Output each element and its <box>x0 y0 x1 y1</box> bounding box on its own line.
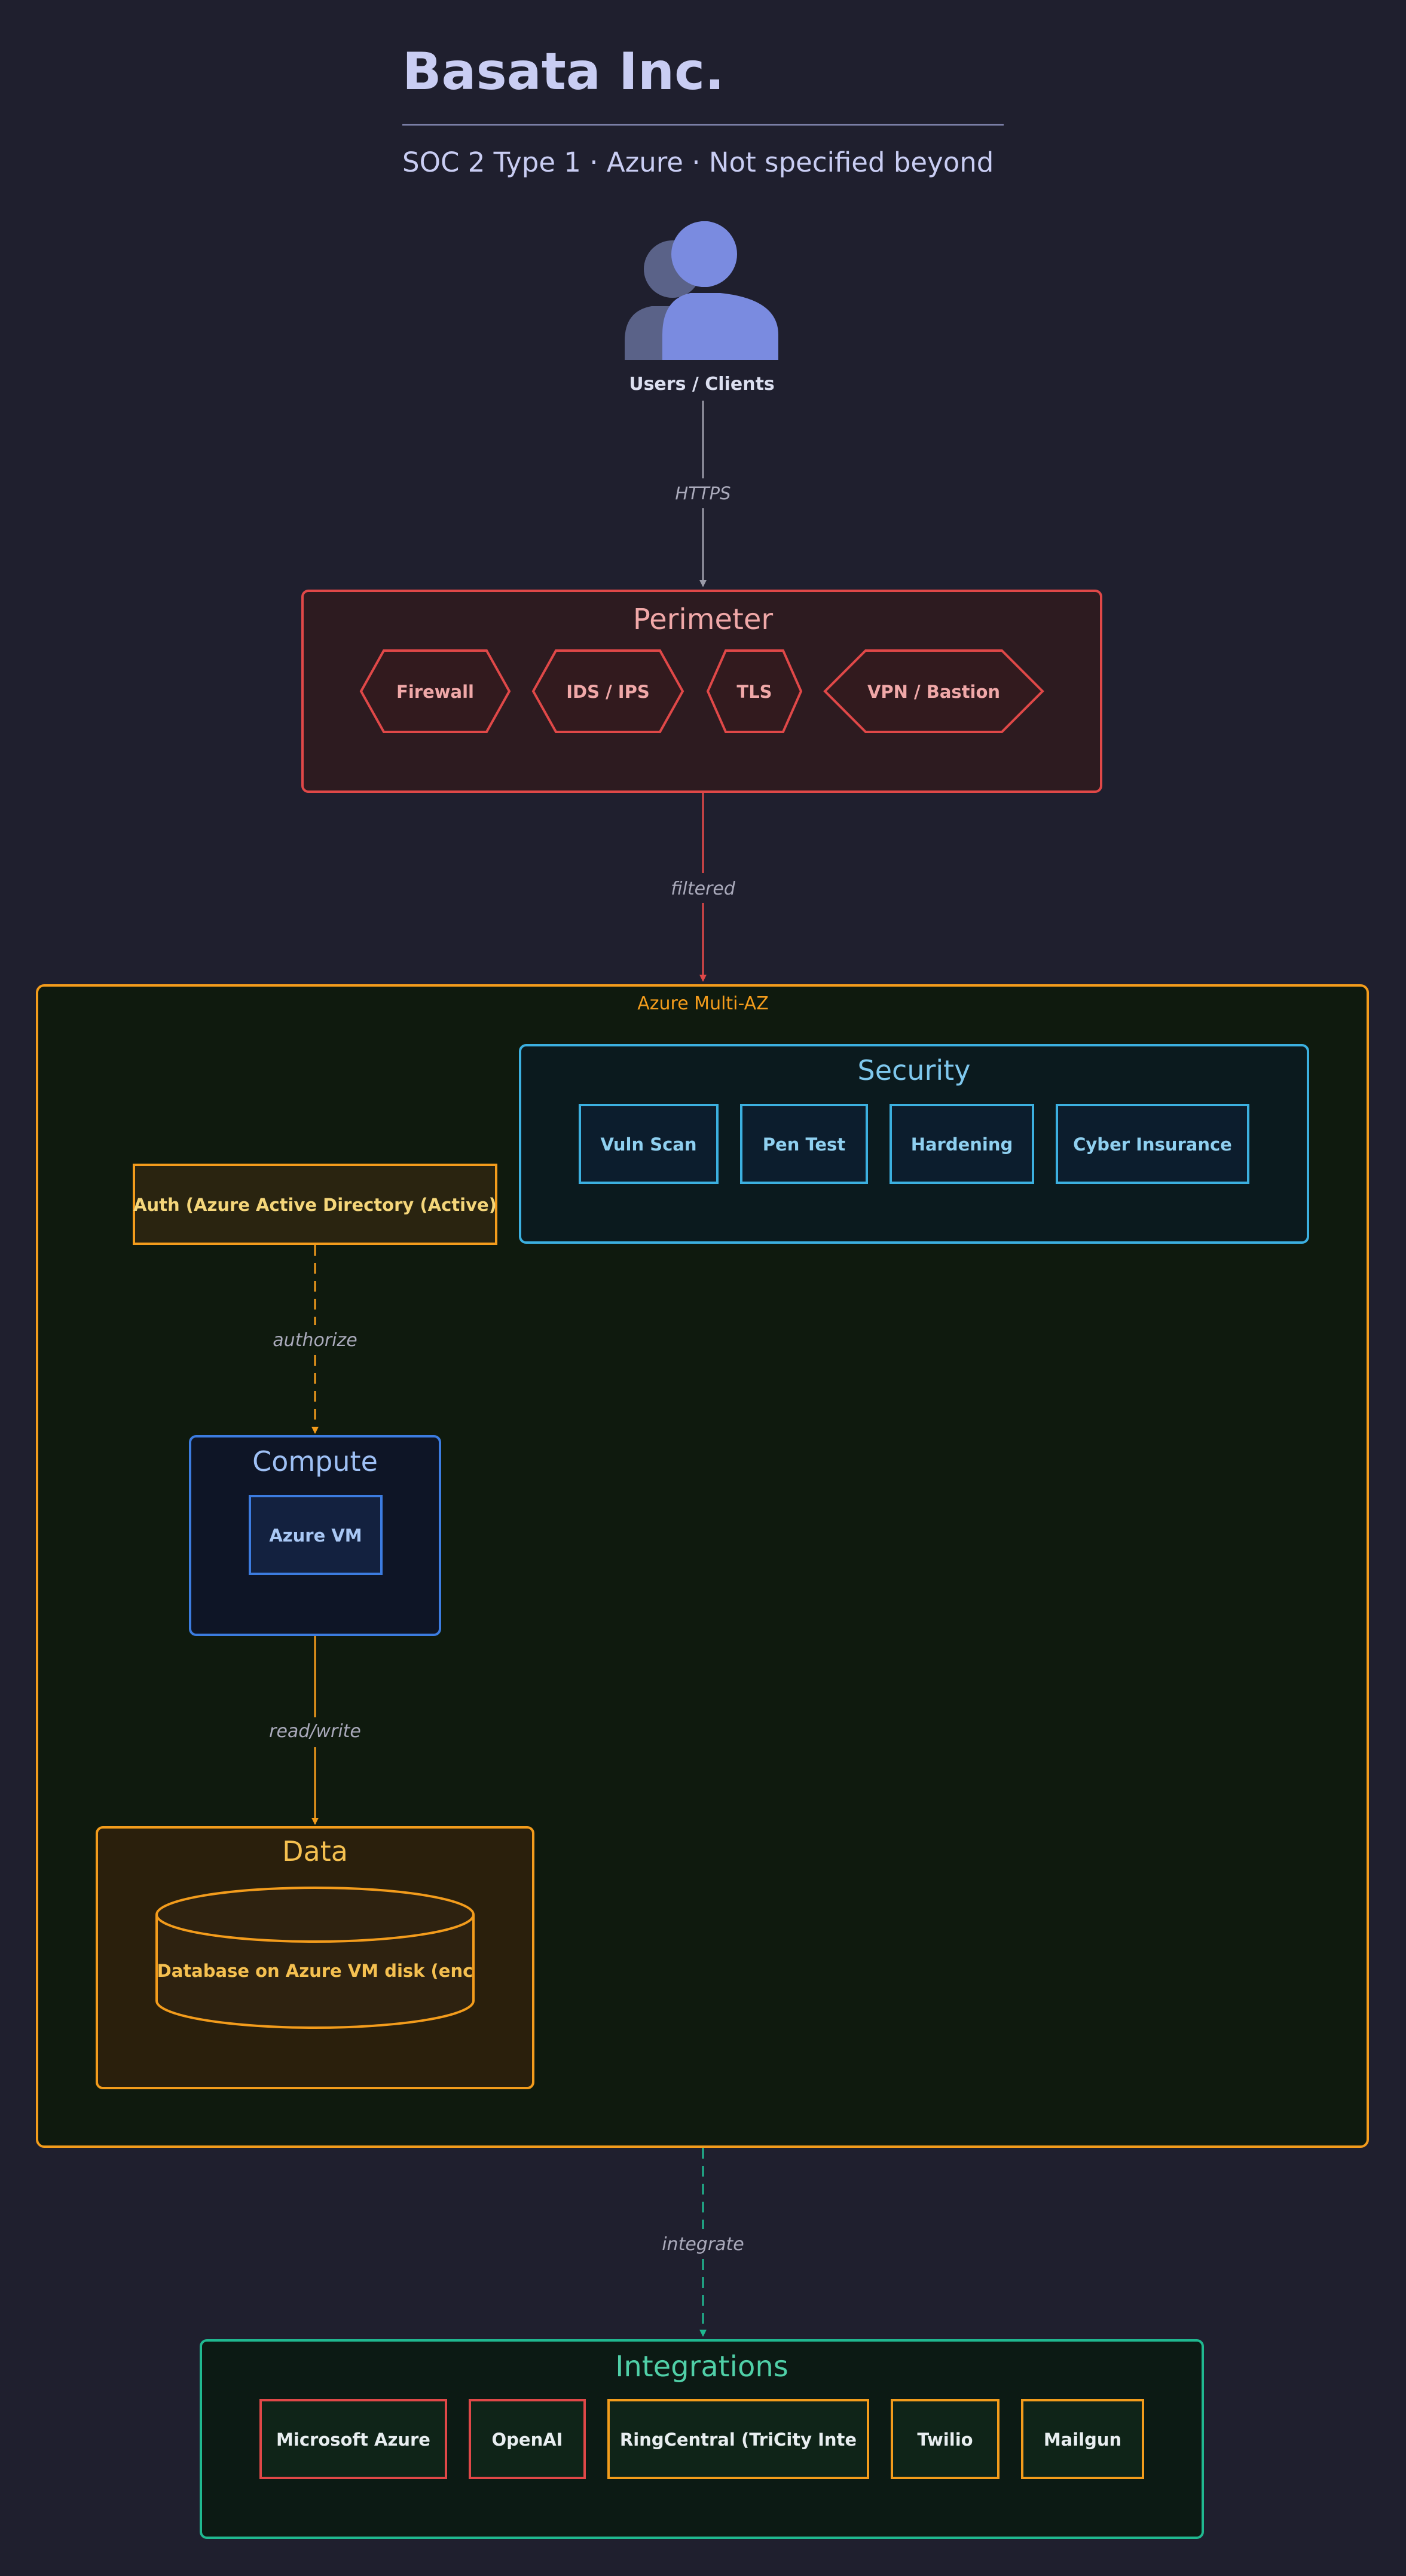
database-cylinder: Database on Azure VM disk (enc <box>155 1887 475 2029</box>
diagram-subtitle: SOC 2 Type 1 · Azure · Not specified bey… <box>402 146 994 178</box>
security-hardening: Hardening <box>890 1104 1034 1184</box>
perimeter-ids-ips-label: IDS / IPS <box>566 682 649 702</box>
edge-label-filtered: filtered <box>671 878 736 899</box>
diagram-title: Basata Inc. <box>402 42 725 102</box>
integration-openai-label: OpenAI <box>492 2430 563 2450</box>
perimeter-tls: TLS <box>706 649 803 733</box>
integration-mailgun-label: Mailgun <box>1044 2430 1121 2450</box>
security-hardening-label: Hardening <box>911 1134 1013 1155</box>
auth-node: Auth (Azure Active Directory (Active) <box>133 1164 497 1245</box>
integration-microsoft-azure: Microsoft Azure <box>259 2399 447 2479</box>
security-title: Security <box>858 1054 971 1086</box>
edge-label-authorize: authorize <box>273 1330 357 1351</box>
integrations-title: Integrations <box>615 2350 788 2383</box>
edge-label-integrate: integrate <box>662 2234 744 2255</box>
perimeter-tls-label: TLS <box>736 682 772 702</box>
perimeter-ids-ips: IDS / IPS <box>531 649 684 733</box>
perimeter-firewall-label: Firewall <box>396 682 474 702</box>
perimeter-title: Perimeter <box>633 603 773 636</box>
security-vuln-scan: Vuln Scan <box>579 1104 719 1184</box>
data-title: Data <box>282 1835 348 1867</box>
integration-openai: OpenAI <box>469 2399 586 2479</box>
integration-microsoft-azure-label: Microsoft Azure <box>276 2430 430 2450</box>
security-cyber-insurance: Cyber Insurance <box>1056 1104 1249 1184</box>
edge-label-read-write: read/write <box>269 1721 361 1742</box>
perimeter-container <box>301 590 1102 793</box>
perimeter-vpn-bastion: VPN / Bastion <box>823 649 1044 733</box>
perimeter-firewall: Firewall <box>359 649 511 733</box>
users-label: Users / Clients <box>629 374 775 395</box>
integration-twilio-label: Twilio <box>917 2430 973 2450</box>
database-label: Database on Azure VM disk (enc <box>157 1961 473 1981</box>
compute-azure-vm-label: Azure VM <box>269 1525 362 1546</box>
perimeter-vpn-bastion-label: VPN / Bastion <box>867 682 1000 702</box>
integration-ringcentral-label: RingCentral (TriCity Inte <box>620 2430 857 2450</box>
edge-label-https: HTTPS <box>675 483 730 503</box>
users-icon <box>625 221 778 360</box>
security-pen-test-label: Pen Test <box>763 1134 846 1155</box>
auth-label: Auth (Azure Active Directory (Active) <box>133 1195 497 1215</box>
integration-twilio: Twilio <box>891 2399 1000 2479</box>
security-pen-test: Pen Test <box>740 1104 868 1184</box>
compute-azure-vm: Azure VM <box>249 1495 383 1575</box>
title-divider <box>402 124 1004 126</box>
region-label: Azure Multi-AZ <box>637 993 769 1014</box>
security-cyber-insurance-label: Cyber Insurance <box>1073 1134 1232 1155</box>
integration-mailgun: Mailgun <box>1021 2399 1144 2479</box>
integration-ringcentral: RingCentral (TriCity Inte <box>607 2399 869 2479</box>
security-vuln-scan-label: Vuln Scan <box>600 1134 696 1155</box>
compute-title: Compute <box>252 1445 378 1478</box>
